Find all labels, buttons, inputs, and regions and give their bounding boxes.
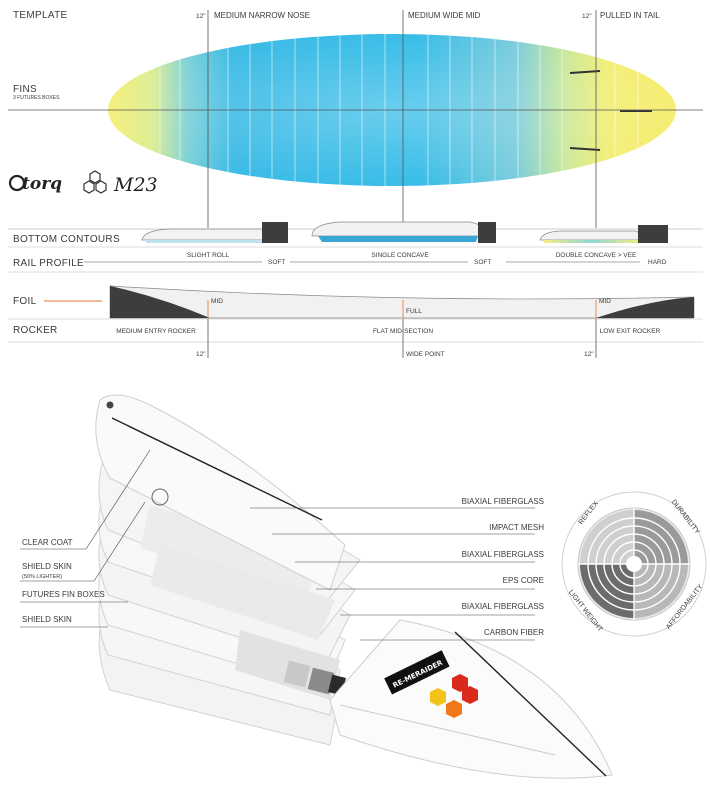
contour-tail-label: DOUBLE CONCAVE > VEE	[556, 252, 637, 259]
contour-tail-section	[539, 225, 668, 243]
callout-eps-core: EPS CORE	[503, 576, 544, 585]
fin-box-left	[569, 70, 601, 74]
callout-impact-mesh: IMPACT MESH	[489, 523, 544, 532]
bottom-nose-length: 12"	[196, 351, 206, 358]
mid-description: MEDIUM WIDE MID	[408, 11, 481, 20]
callout-biaxial-fiberglass-3: BIAXIAL FIBERGLASS	[462, 602, 544, 611]
fins-label: FINS	[13, 84, 37, 95]
layer-callouts-left: CLEAR COAT SHIELD SKIN (50% LIGHTER) FUT…	[20, 449, 151, 628]
tail-length: 12"	[582, 13, 592, 20]
torq-logo: torq	[8, 174, 62, 194]
svg-text:torq: torq	[22, 174, 62, 194]
foil-profile	[109, 285, 695, 319]
foil-label: FOIL	[13, 296, 37, 307]
foil-mid-label: FULL	[406, 308, 422, 315]
contour-nose-section	[141, 222, 288, 243]
rail-soft-2: SOFT	[474, 259, 491, 266]
channel-islands-deck-icon	[430, 674, 478, 718]
exploded-board-layers	[95, 394, 613, 779]
contour-nose-label: SLIGHT ROLL	[187, 252, 230, 259]
model-logo: M23	[113, 174, 158, 196]
fins-subtitle: 3 FUTURES BOXES	[13, 95, 60, 101]
performance-rating-dial	[561, 491, 707, 637]
tail-description: PULLED IN TAIL	[600, 11, 660, 20]
rocker-tail-label: LOW EXIT ROCKER	[600, 328, 661, 335]
rail-soft-1: SOFT	[268, 259, 285, 266]
callout-biaxial-fiberglass-2: BIAXIAL FIBERGLASS	[462, 550, 544, 559]
bottom-tail-length: 12"	[584, 351, 594, 358]
rail-profile-label: RAIL PROFILE	[13, 258, 84, 269]
contour-mid-section	[311, 221, 496, 243]
bottom-contours-label: BOTTOM CONTOURS	[13, 234, 120, 245]
foil-nose-label: MID	[211, 298, 223, 305]
callout-shield-skin: SHIELD SKIN	[22, 562, 72, 571]
callout-shield-skin-bottom: SHIELD SKIN	[22, 615, 72, 624]
nose-description: MEDIUM NARROW NOSE	[214, 11, 310, 20]
callout-biaxial-fiberglass-1: BIAXIAL FIBERGLASS	[462, 497, 544, 506]
callout-futures-fin-boxes: FUTURES FIN BOXES	[22, 590, 105, 599]
nose-length: 12"	[196, 13, 206, 20]
wide-point-label: WIDE POINT	[406, 351, 445, 358]
contour-mid-label: SINGLE CONCAVE	[371, 252, 429, 259]
template-label: TEMPLATE	[13, 10, 67, 21]
rocker-nose-label: MEDIUM ENTRY ROCKER	[116, 328, 196, 335]
callout-clear-coat: CLEAR COAT	[22, 538, 73, 547]
callout-carbon-fiber: CARBON FIBER	[484, 628, 544, 637]
callout-shield-skin-note: (50% LIGHTER)	[22, 574, 62, 580]
foil-tail-label: MID	[599, 298, 611, 305]
layer-callouts-right: BIAXIAL FIBERGLASS IMPACT MESH BIAXIAL F…	[250, 497, 544, 641]
rail-hard: HARD	[648, 259, 667, 266]
fin-box-right	[569, 147, 601, 151]
rocker-label: ROCKER	[13, 325, 58, 336]
channel-islands-logo	[83, 170, 107, 194]
